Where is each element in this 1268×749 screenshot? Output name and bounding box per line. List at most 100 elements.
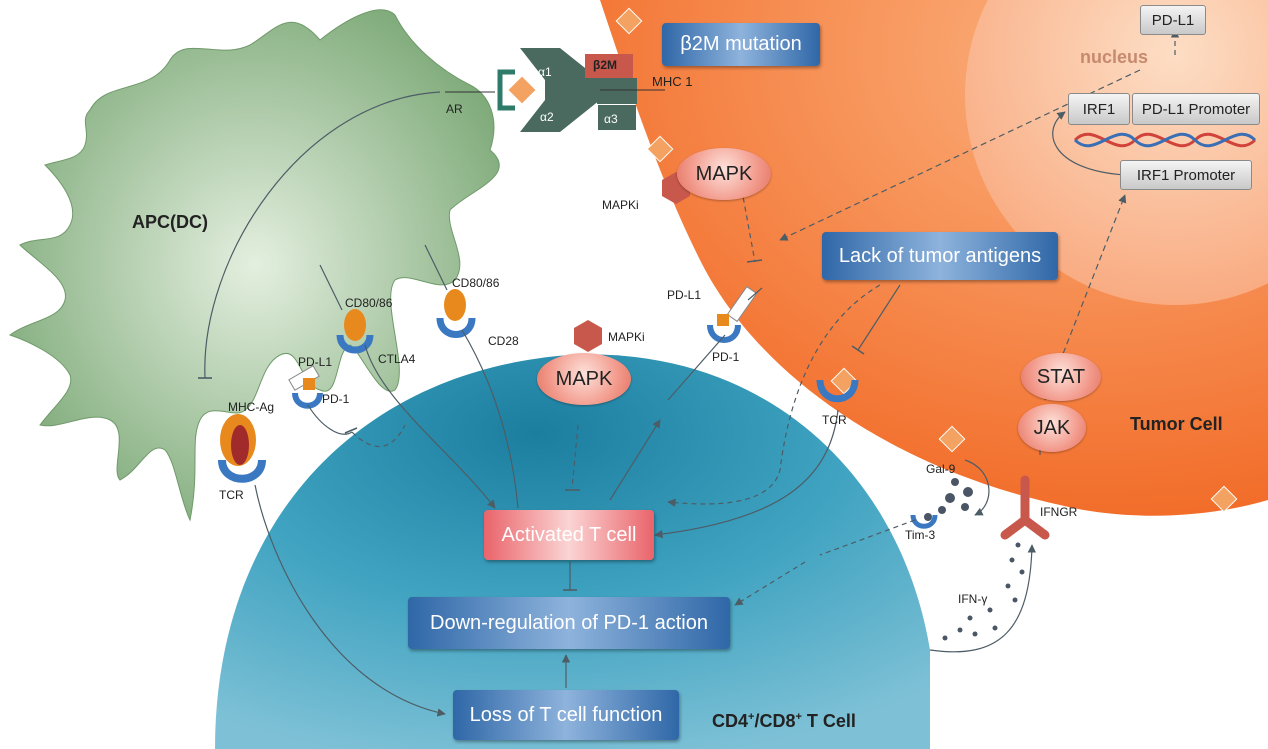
- pdl1-tumor-label: PD-L1: [667, 288, 701, 302]
- nucleus-title-text: nucleus: [1080, 47, 1149, 67]
- t-cell-title-sup2: +: [795, 711, 802, 723]
- antigen-diamond: [1210, 485, 1238, 513]
- pd1-apc-label: PD-1: [322, 392, 349, 406]
- stat-ellipse: STAT: [1021, 353, 1101, 401]
- mapk-tcell-ellipse: MAPK: [537, 353, 631, 405]
- lack-antigens-box: Lack of tumor antigens: [822, 232, 1058, 280]
- pd1-tumor-label: PD-1: [712, 350, 739, 364]
- antigen-diamond: [646, 135, 674, 163]
- cd80-86-right-label: CD80/86: [452, 276, 499, 290]
- b2m-mutation-text: β2M mutation: [680, 33, 802, 55]
- mapk-tumor-text: MAPK: [695, 162, 753, 185]
- pdl1-promoter-box: PD-L1 Promoter: [1132, 93, 1260, 125]
- receptor-pair-pdl1-pd1-tumor: [707, 285, 758, 343]
- pdl1-apc-label: PD-L1: [298, 355, 332, 369]
- pdl1-apc-text: PD-L1: [298, 355, 333, 369]
- cd80-86-left-text: CD80/86: [345, 296, 393, 310]
- t-cell-title-cd4: CD4: [712, 711, 749, 731]
- ifng-dots: [942, 542, 1025, 641]
- nucleus-body: [965, 0, 1268, 305]
- tim3-receptor: [910, 514, 938, 529]
- loss-function-box: Loss of T cell function: [453, 690, 679, 740]
- b2m-mutation-box: β2M mutation: [662, 23, 820, 66]
- tcr-right-receptor: [816, 379, 859, 403]
- tcr-left-text: TCR: [219, 488, 244, 502]
- gal9-text: Gal-9: [926, 462, 956, 476]
- nucleus-title: nucleus: [1080, 47, 1148, 68]
- alpha3-text: α3: [604, 112, 618, 126]
- pathway-connectors: [198, 29, 1180, 717]
- pdl1-tumor-text: PD-L1: [667, 288, 702, 302]
- t-cell-title-tail: T Cell: [801, 711, 856, 731]
- mapk-tumor-ellipse: MAPK: [677, 148, 771, 200]
- gal9-label: Gal-9: [926, 462, 955, 476]
- jak-ellipse: JAK: [1018, 404, 1086, 452]
- mapki-tcell-label: MAPKi: [608, 330, 645, 344]
- ctla4-text: CTLA4: [378, 352, 416, 366]
- t-cell-title-sup1: +: [748, 711, 755, 723]
- mapk-tcell-text: MAPK: [555, 367, 613, 390]
- receptor-pair-cd80-cd28: [436, 289, 476, 338]
- receptor-pair-pdl1-pd1-apc: [288, 365, 323, 409]
- pd1-apc-text: PD-1: [322, 392, 350, 406]
- mapki-tumor-label: MAPKi: [602, 198, 639, 212]
- antigen-receptor: [497, 69, 515, 111]
- tim3-label: Tim-3: [905, 528, 935, 542]
- downregulation-box: Down-regulation of PD-1 action: [408, 597, 730, 649]
- tcr-left-label: TCR: [219, 488, 244, 502]
- ar-label: AR: [446, 102, 463, 116]
- ctla4-label: CTLA4: [378, 352, 415, 366]
- cd28-label: CD28: [488, 334, 519, 348]
- cd28-text: CD28: [488, 334, 519, 348]
- alpha1-text: α1: [538, 65, 552, 79]
- ifngr-receptor: [1000, 475, 1050, 540]
- cd80-86-left-label: CD80/86: [345, 296, 392, 310]
- ifngr-label: IFNGR: [1040, 505, 1077, 519]
- tumor-cell-title: Tumor Cell: [1130, 414, 1223, 435]
- irf1-promoter-box: IRF1 Promoter: [1120, 160, 1252, 190]
- irf1-text: IRF1: [1082, 100, 1116, 118]
- mhc-ag-label: MHC-Ag: [228, 400, 274, 414]
- jak-text: JAK: [1033, 416, 1071, 439]
- pdl1-promoter-text: PD-L1 Promoter: [1141, 100, 1251, 118]
- mhc1-complex: [520, 48, 665, 132]
- antigen-diamond: [938, 425, 966, 453]
- mhc-ag-text: MHC-Ag: [228, 400, 275, 414]
- ifng-text: IFN-γ: [958, 592, 988, 606]
- alpha2-text: α2: [540, 110, 554, 124]
- tumor-cell-title-text: Tumor Cell: [1130, 414, 1223, 434]
- t-cell-title: CD4+/CD8+ T Cell: [712, 711, 856, 732]
- antigen-diamond: [507, 75, 537, 105]
- ifngr-text: IFNGR: [1040, 505, 1078, 519]
- mapki-tumor-text: MAPKi: [602, 198, 639, 212]
- cd80-86-right-text: CD80/86: [452, 276, 500, 290]
- b2m-label: β2M: [593, 58, 617, 72]
- t-cell-title-cd8: /CD8: [754, 711, 796, 731]
- activated-t-cell-box: Activated T cell: [484, 510, 654, 560]
- receptor-pair-mhc-tcr: [218, 414, 266, 483]
- b2m-text: β2M: [593, 58, 617, 72]
- mhc1-text: MHC 1: [652, 74, 693, 89]
- mhc1-label: MHC 1: [652, 74, 692, 89]
- lack-antigens-text: Lack of tumor antigens: [838, 244, 1042, 267]
- gal9-dots: [924, 478, 973, 521]
- irf1-box: IRF1: [1068, 93, 1130, 125]
- alpha1-label: α1: [538, 65, 552, 79]
- apc-title: APC(DC): [132, 212, 208, 233]
- receptor-pair-cd80-ctla4: [336, 309, 374, 354]
- irf1-promoter-text: IRF1 Promoter: [1136, 166, 1236, 184]
- tcr-right-text: TCR: [822, 413, 847, 427]
- stat-text: STAT: [1036, 365, 1086, 388]
- downregulation-text: Down-regulation of PD-1 action: [430, 611, 708, 634]
- pdl1-gene-box: PD-L1: [1140, 5, 1206, 35]
- alpha2-label: α2: [540, 110, 554, 124]
- alpha3-label: α3: [604, 112, 618, 126]
- dna-helix: [1073, 132, 1257, 148]
- pdl1-gene-text: PD-L1: [1151, 11, 1195, 29]
- antigen-diamond: [615, 7, 643, 35]
- apc-cell-body: [8, 9, 500, 522]
- mapki-tcell-text: MAPKi: [608, 330, 645, 344]
- ifng-label: IFN-γ: [958, 592, 987, 606]
- apc-title-text: APC(DC): [132, 212, 208, 232]
